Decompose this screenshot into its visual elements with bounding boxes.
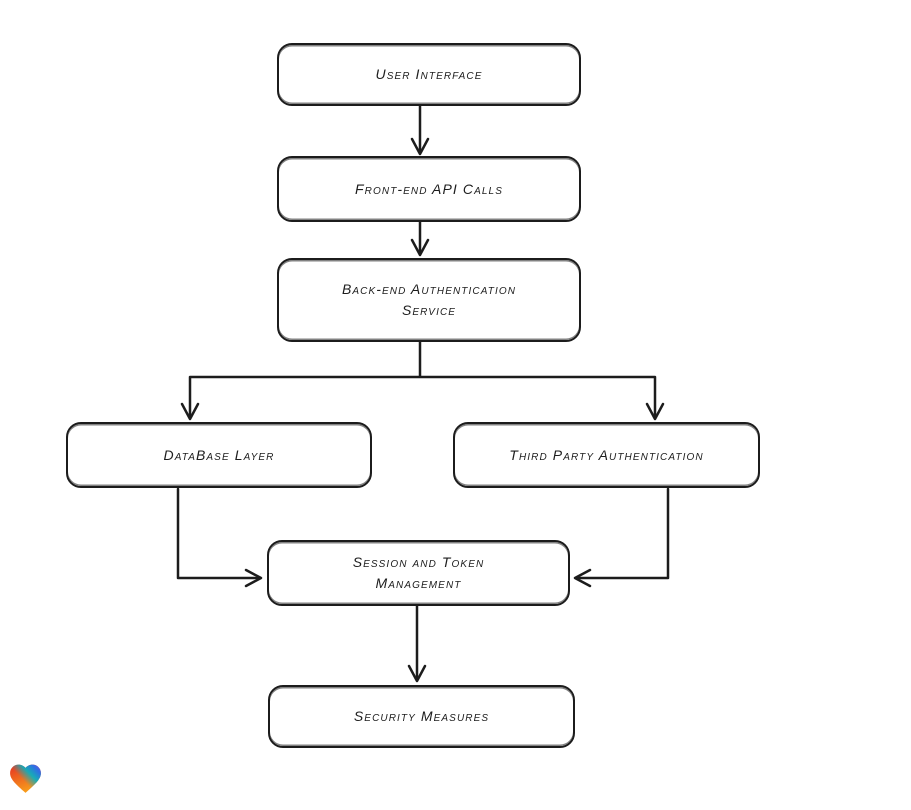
node-label: Third Party Authentication <box>509 446 704 463</box>
heart-gradient-icon <box>10 764 41 793</box>
node-label: Back-end Authentication Service <box>341 281 517 318</box>
edge-session-to-security <box>407 604 427 683</box>
node-label: DataBase Layer <box>163 446 275 463</box>
edge-backend-branch <box>180 340 665 421</box>
arrowhead-right-icon <box>244 568 263 588</box>
arrowhead-down-icon <box>645 402 665 421</box>
arrowhead-down-icon <box>410 137 430 156</box>
node-security-measures[interactable]: Security Measures <box>268 685 575 748</box>
edge-line <box>176 487 261 580</box>
node-backend-authentication-service[interactable]: Back-end Authentication Service <box>277 258 581 342</box>
node-label: User Interface <box>375 66 483 82</box>
edge-line <box>188 340 657 419</box>
node-label: Security Measures <box>353 708 490 724</box>
node-third-party-authentication[interactable]: Third Party Authentication <box>453 422 760 488</box>
edge-thirdparty-to-session <box>573 487 670 588</box>
edge-line <box>575 487 670 580</box>
arrowhead-left-icon <box>573 568 592 588</box>
node-user-interface[interactable]: User Interface <box>277 43 581 106</box>
node-database-layer[interactable]: DataBase Layer <box>66 422 372 488</box>
arrowhead-down-icon <box>180 402 200 421</box>
heart-shape-overlay <box>10 764 41 793</box>
node-session-and-token-management[interactable]: Session and Token Management <box>267 540 570 606</box>
edge-database-to-session <box>176 487 263 588</box>
node-frontend-api-calls[interactable]: Front-end API Calls <box>277 156 581 222</box>
node-label: Session and Token Management <box>352 554 485 591</box>
arrowhead-down-icon <box>407 664 427 683</box>
arrowhead-down-icon <box>410 238 430 257</box>
edge-ui-to-frontend <box>410 104 430 156</box>
node-label: Front-end API Calls <box>355 180 503 197</box>
edge-frontend-to-backend <box>410 220 430 257</box>
